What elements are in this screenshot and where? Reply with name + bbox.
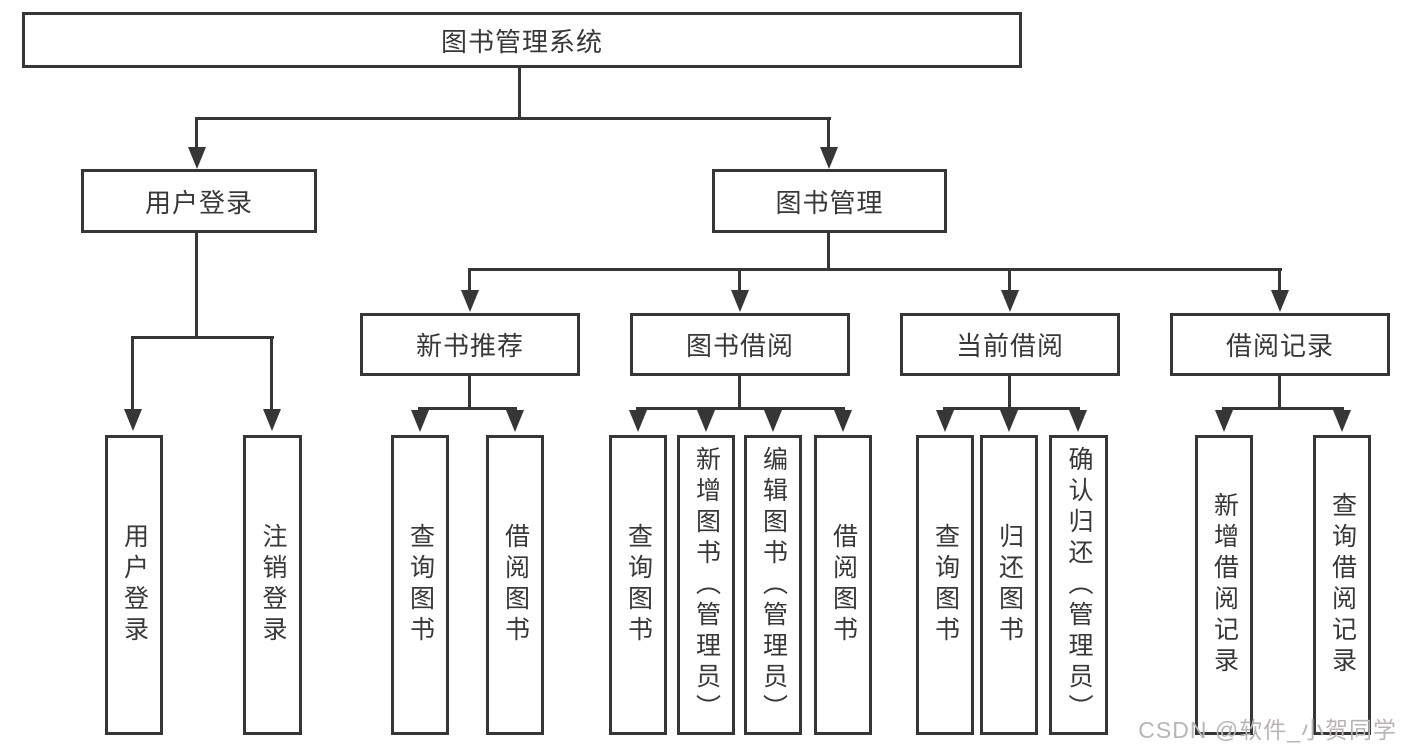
leaf-query-book-1: 查询图书 [391, 435, 449, 735]
node-new-book-recommend-label: 新书推荐 [415, 331, 524, 361]
arrowhead-query-book-2 [629, 410, 647, 432]
leaf-confirm-return-admin-label: 确认归还（管理员） [1065, 445, 1093, 725]
arrowhead-borrow-records [1271, 290, 1289, 312]
connector-shaft-book-management [827, 119, 830, 149]
arrowhead-borrow-book-2 [834, 410, 852, 432]
leaf-edit-book-admin-label: 编辑图书（管理员） [759, 445, 788, 725]
node-current-borrow: 当前借阅 [900, 313, 1120, 376]
leaf-return-book: 归还图书 [980, 435, 1038, 735]
leaf-user-login-label: 用户登录 [120, 523, 149, 647]
arrowhead-leaf-user-login [124, 409, 142, 431]
connector-shaft-borrow-records [1278, 270, 1281, 291]
leaf-user-login: 用户登录 [105, 435, 163, 735]
connector-new-book-stem [468, 376, 471, 409]
leaf-query-borrow-record-label: 查询借阅记录 [1328, 492, 1357, 678]
node-root: 图书管理系统 [22, 12, 1022, 68]
arrowhead-confirm-return-admin [1069, 410, 1087, 432]
leaf-query-book-3-label: 查询图书 [931, 523, 960, 647]
arrowhead-user-login [188, 147, 206, 169]
leaf-query-book-3: 查询图书 [916, 435, 974, 735]
leaf-add-book-admin: 新增图书（管理员） [677, 435, 735, 735]
leaf-add-borrow-record-label: 新增借阅记录 [1210, 492, 1239, 678]
connector-borrow-records-stem [1278, 376, 1281, 409]
arrowhead-new-book [461, 290, 479, 312]
connector-shaft-leaf-logout [270, 338, 273, 410]
leaf-confirm-return-admin: 确认归还（管理员） [1049, 435, 1108, 735]
arrowhead-add-borrow-record [1215, 410, 1233, 432]
arrowhead-query-book-3 [936, 410, 954, 432]
connector-current-borrow-branch [943, 407, 1080, 410]
node-user-login-label: 用户登录 [144, 187, 253, 218]
node-root-label: 图书管理系统 [440, 26, 603, 57]
connector-book-management-stem [827, 233, 830, 271]
leaf-logout-label: 注销登录 [259, 523, 287, 647]
connector-shaft-user-login [195, 119, 198, 149]
arrowhead-leaf-logout [263, 409, 281, 431]
leaf-return-book-label: 归还图书 [995, 523, 1024, 647]
node-book-management: 图书管理 [712, 169, 947, 233]
connector-shaft-current-borrow [1008, 270, 1011, 291]
connector-shaft-book-borrow [738, 270, 741, 291]
arrowhead-borrow-book-1 [506, 410, 524, 432]
node-current-borrow-label: 当前借阅 [955, 331, 1064, 361]
connector-root-stem [518, 68, 521, 119]
node-book-borrow-label: 图书借阅 [685, 331, 794, 361]
connector-shaft-leaf-user-login [131, 338, 134, 410]
arrowhead-return-book [1000, 410, 1018, 432]
arrowhead-book-management [820, 147, 838, 169]
connector-shaft-new-book [468, 270, 471, 291]
arrowhead-query-book-1 [411, 410, 429, 432]
arrowhead-current-borrow [1001, 290, 1019, 312]
node-book-borrow: 图书借阅 [630, 313, 850, 376]
arrowhead-query-borrow-record [1333, 410, 1351, 432]
leaf-borrow-book-1: 借阅图书 [486, 435, 544, 735]
connector-level3-branch [468, 268, 1282, 271]
connector-new-book-branch [418, 407, 517, 410]
arrowhead-edit-book-admin [764, 410, 782, 432]
leaf-borrow-book-2: 借阅图书 [814, 435, 872, 735]
leaf-query-book-2-label: 查询图书 [624, 523, 653, 647]
connector-current-borrow-stem [1008, 376, 1011, 409]
connector-book-borrow-branch [636, 407, 845, 410]
leaf-query-book-2: 查询图书 [609, 435, 667, 735]
arrowhead-book-borrow [731, 290, 749, 312]
leaf-borrow-book-1-label: 借阅图书 [501, 523, 530, 647]
connector-user-login-branch [131, 336, 274, 339]
node-borrow-records: 借阅记录 [1170, 313, 1390, 376]
connector-borrow-records-branch [1222, 407, 1344, 410]
node-book-management-label: 图书管理 [775, 187, 884, 218]
leaf-borrow-book-2-label: 借阅图书 [829, 523, 858, 647]
connector-level2-branch [195, 117, 831, 120]
connector-user-login-stem [195, 233, 198, 339]
connector-book-borrow-stem [738, 376, 741, 409]
leaf-query-borrow-record: 查询借阅记录 [1313, 435, 1371, 735]
leaf-query-book-1-label: 查询图书 [406, 523, 435, 647]
node-new-book-recommend: 新书推荐 [360, 313, 580, 376]
node-user-login: 用户登录 [81, 169, 317, 233]
leaf-add-borrow-record: 新增借阅记录 [1195, 435, 1253, 735]
arrowhead-add-book-admin [697, 410, 715, 432]
leaf-logout: 注销登录 [243, 435, 302, 735]
node-borrow-records-label: 借阅记录 [1225, 331, 1334, 361]
leaf-edit-book-admin: 编辑图书（管理员） [744, 435, 802, 735]
leaf-add-book-admin-label: 新增图书（管理员） [692, 445, 721, 725]
